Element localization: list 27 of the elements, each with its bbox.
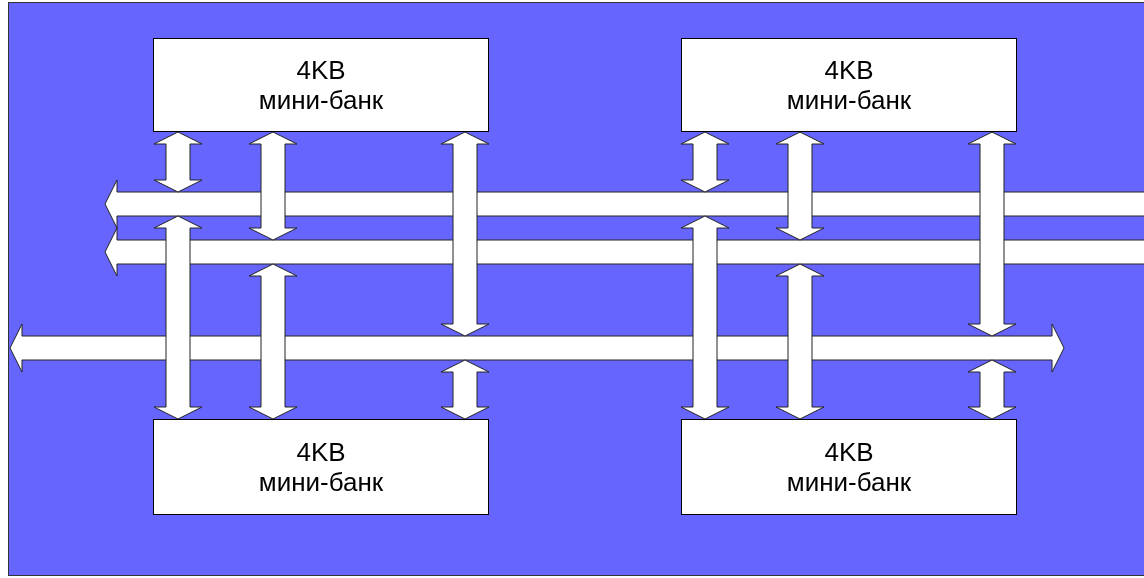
box-label: мини-банк <box>786 467 912 497</box>
double-arrow <box>153 215 203 420</box>
double-arrow <box>440 131 490 337</box>
box-label: мини-банк <box>786 85 912 115</box>
double-arrow <box>440 359 490 420</box>
bus-arrow <box>10 324 1064 372</box>
bus-arrow <box>105 180 1144 228</box>
double-arrow <box>680 131 730 193</box>
memory-bank-box <box>681 38 1017 132</box>
memory-bank-box <box>681 419 1017 515</box>
double-arrow <box>153 131 203 193</box>
double-arrow <box>248 131 298 241</box>
box-label: мини-банк <box>258 85 384 115</box>
box-label: 4KB <box>824 55 874 85</box>
box-label: 4KB <box>824 437 874 467</box>
double-arrow <box>967 359 1017 420</box>
memory-bank-box <box>153 419 489 515</box>
memory-bank-box <box>153 38 489 132</box>
double-arrow <box>967 131 1017 337</box>
double-arrow <box>680 215 730 420</box>
double-arrow <box>775 263 825 420</box>
bus-arrow <box>105 228 1144 276</box>
double-arrow <box>248 263 298 420</box>
box-label: 4KB <box>296 437 346 467</box>
box-label: мини-банк <box>258 467 384 497</box>
box-label: 4KB <box>296 55 346 85</box>
double-arrow <box>775 131 825 241</box>
